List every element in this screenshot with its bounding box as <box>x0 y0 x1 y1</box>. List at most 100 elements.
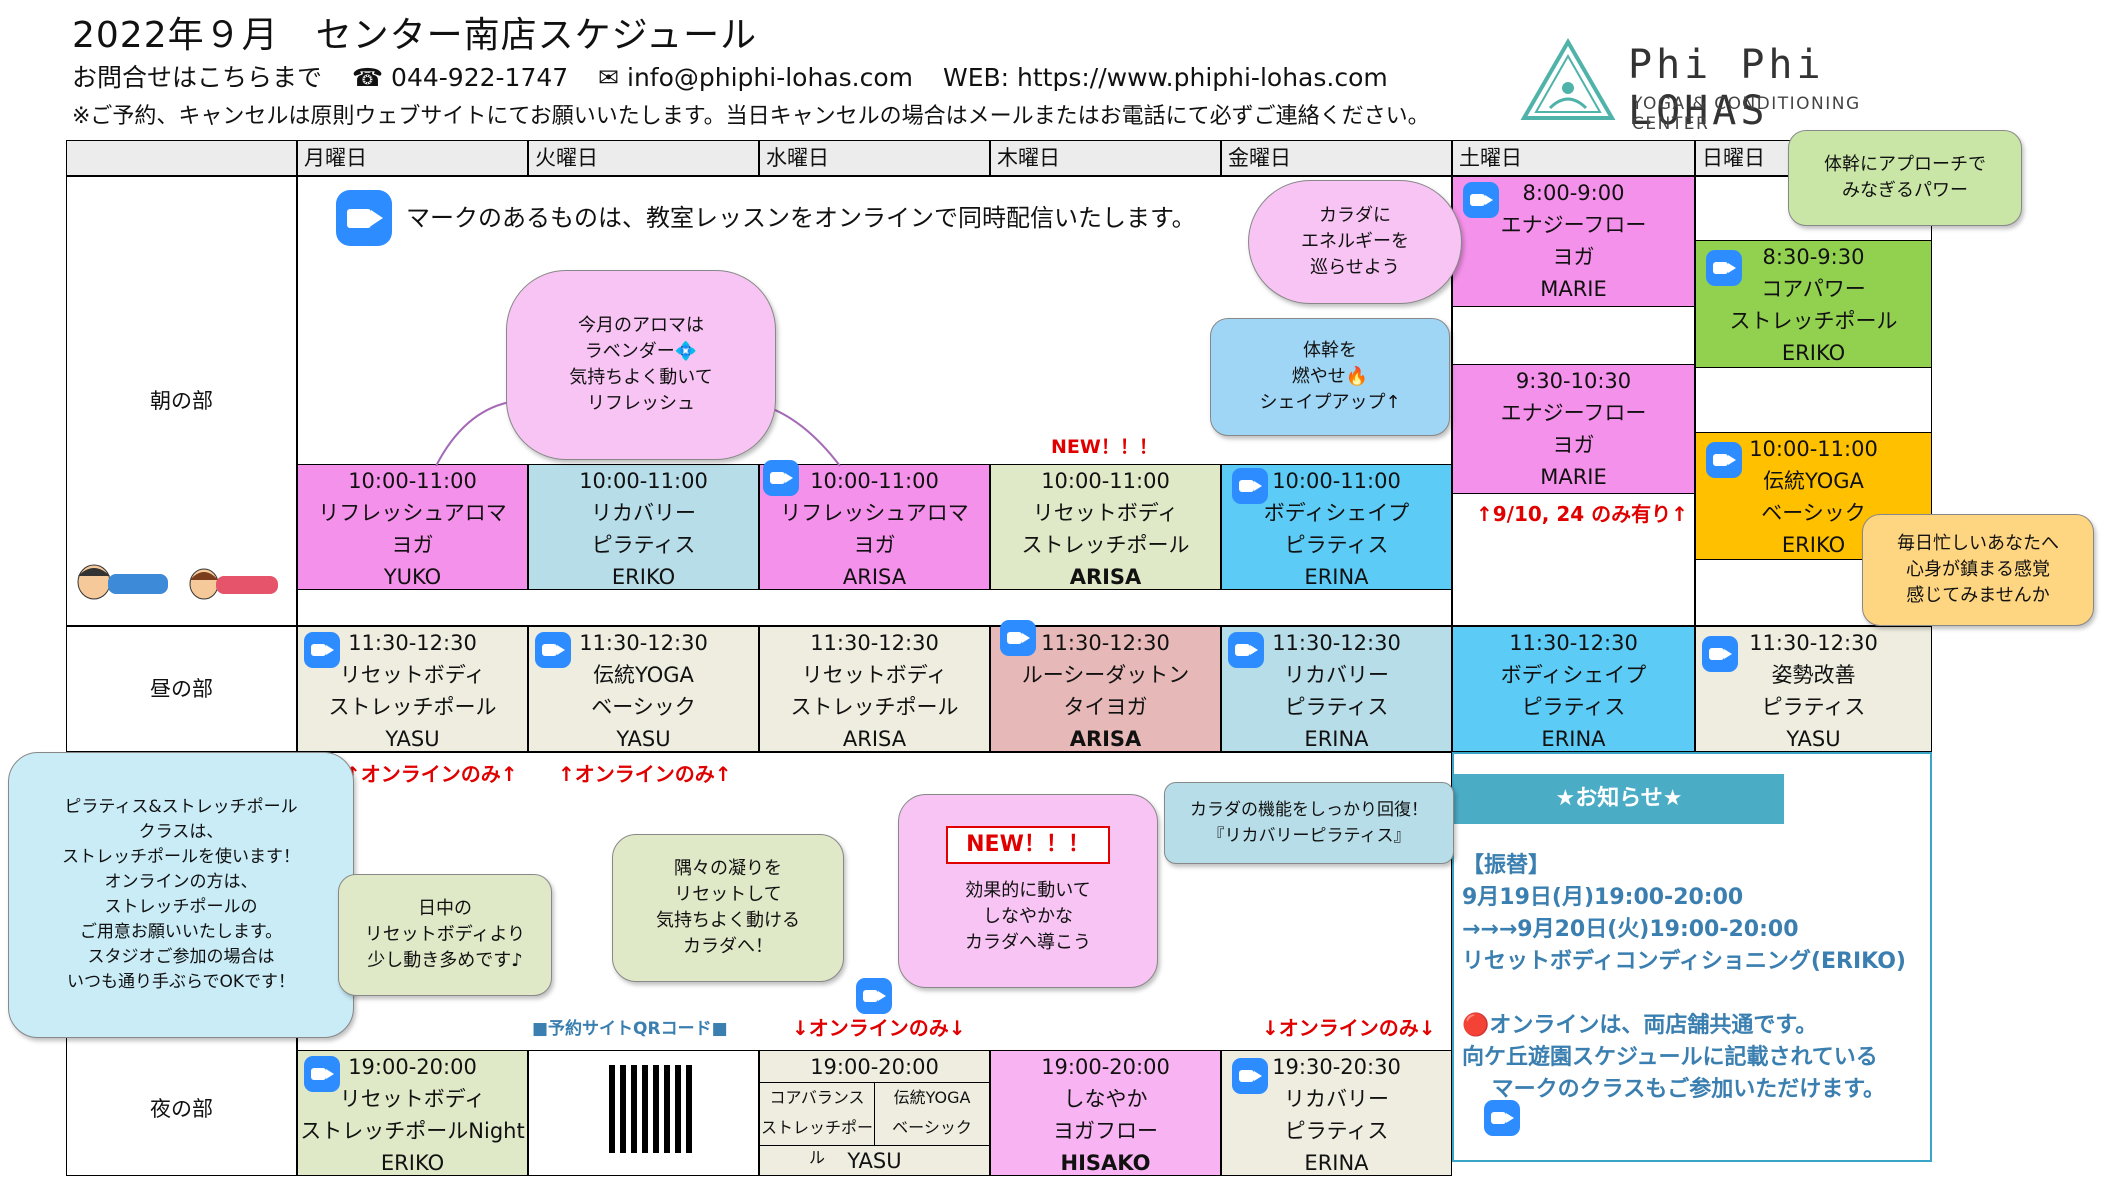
busy-bubble: 毎日忙しいあなたへ 心身が鎮まる感覚 感じてみませんか <box>1862 514 2094 626</box>
sat-only-note: ↑9/10, 24 のみ有り↑ <box>1476 502 1688 526</box>
bubble-line: リセットして <box>674 884 782 905</box>
day-header-wed: 水曜日 <box>759 140 990 176</box>
resting-people-icon <box>77 564 278 600</box>
class-name: エナジーフロー <box>1500 213 1647 237</box>
class-teacher: ERIKO <box>380 1151 445 1175</box>
core-bubble: 体幹を 燃やせ🔥 シェイプアップ↑ <box>1210 318 1450 436</box>
day-header-fri: 金曜日 <box>1221 140 1452 176</box>
class-teacher: YASU <box>847 1149 902 1173</box>
bubble-line: カラダへ導こう <box>965 932 1091 953</box>
class-wed-noon[interactable]: 11:30-12:30 リセットボディ ストレッチポール ARISA <box>759 626 990 752</box>
day-header-tue: 火曜日 <box>528 140 759 176</box>
class-teacher: ARISA <box>842 727 907 751</box>
class-name: 伝統YOGA <box>1763 469 1864 493</box>
class-name: ボディシェイプ <box>1500 663 1647 687</box>
zoom-icon <box>1463 182 1499 218</box>
day-header-thu: 木曜日 <box>990 140 1221 176</box>
bubble-line: 隅々の凝りを <box>674 858 782 879</box>
class-teacher: YASU <box>385 727 440 751</box>
page-title: 2022年９月 センター南店スケジュール <box>72 15 758 56</box>
zoom-icon <box>1228 632 1264 668</box>
bubble-line: しなやかな <box>983 906 1073 927</box>
bubble-line: ストレッチポールの <box>104 897 258 917</box>
zoom-icon <box>1232 1058 1268 1094</box>
class-mon-noon[interactable]: 11:30-12:30 リセットボディ ストレッチポール YASU <box>297 626 528 752</box>
bubble-line: 燃やせ🔥 <box>1291 366 1369 387</box>
class-time: 10:00-11:00 <box>1272 469 1401 493</box>
new-label: NEW！！！ <box>1051 436 1158 458</box>
class-name: リカバリー <box>1284 1087 1389 1111</box>
class-sat-morning-1[interactable]: 8:00-9:00 エナジーフロー ヨガ MARIE <box>1452 176 1695 307</box>
class-type: ピラティス <box>1284 695 1389 719</box>
class-name: リフレッシュアロマ <box>318 501 507 525</box>
class-mon-morning[interactable]: 10:00-11:00 リフレッシュアロマ ヨガ YUKO <box>297 464 528 590</box>
class-name: コアパワー <box>1761 277 1866 301</box>
bubble-line: 心身が鎮まる感覚 <box>1906 559 2050 580</box>
bubble-line: 気持ちよく動いて <box>569 367 713 388</box>
class-type: ストレッチポール <box>1729 309 1898 333</box>
bubble-line: 『リカバリーピラティス』 <box>1207 826 1411 846</box>
class-sat-noon[interactable]: 11:30-12:30 ボディシェイプ ピラティス ERINA <box>1452 626 1695 752</box>
class-teacher: YUKO <box>383 565 442 589</box>
class-name: リセットボディ <box>1032 501 1179 525</box>
class-type: ヨガ <box>391 533 434 557</box>
class-wed-night-a[interactable]: コアバランス ストレッチポール <box>759 1082 875 1167</box>
class-name: エナジーフロー <box>1500 401 1647 425</box>
class-type: ストレッチポールNight <box>300 1119 525 1143</box>
class-sun-morning-1[interactable]: 8:30-9:30 コアパワー ストレッチポール ERIKO <box>1695 240 1932 368</box>
class-name: リセットボディ <box>339 663 486 687</box>
bubble-line: カラダへ！ <box>683 936 773 957</box>
class-name: しなやか <box>1063 1087 1148 1111</box>
bubble-line: 今月のアロマは <box>578 315 704 336</box>
class-tue-noon[interactable]: 11:30-12:30 伝統YOGA ベーシック YASU <box>528 626 759 752</box>
period-noon-label: 昼の部 <box>150 677 213 701</box>
class-tue-morning[interactable]: 10:00-11:00 リカバリー ピラティス ERIKO <box>528 464 759 590</box>
zoom-icon <box>1706 250 1742 286</box>
online-only-fri-night: ↓オンラインのみ↓ <box>1262 1016 1436 1040</box>
email-address[interactable]: ✉ info@phiphi-lohas.com <box>598 63 914 92</box>
class-name: リカバリー <box>591 501 696 525</box>
online-only-tue: ↑オンラインのみ↑ <box>558 762 732 786</box>
period-morning: 朝の部 <box>66 176 297 626</box>
class-name: リフレッシュアロマ <box>780 501 969 525</box>
day-header-mon: 月曜日 <box>297 140 528 176</box>
bubble-line: シェイプアップ↑ <box>1259 392 1401 413</box>
class-time: 19:00-20:00 <box>810 1055 939 1079</box>
class-type: ストレッチポール <box>760 1118 873 1167</box>
class-teacher: ARISA <box>1069 727 1142 751</box>
bubble-line: 感じてみませんか <box>1906 585 2050 606</box>
class-type: ベーシック <box>591 695 696 719</box>
qr-code-icon[interactable] <box>609 1065 697 1153</box>
class-thu-night[interactable]: 19:00-20:00 しなやか ヨガフロー HISAKO <box>990 1050 1221 1176</box>
phone-number[interactable]: ☎ 044-922-1747 <box>351 63 569 92</box>
class-name: リカバリー <box>1284 663 1389 687</box>
day-header-sat: 土曜日 <box>1452 140 1695 176</box>
class-fri-night[interactable]: 19:30-20:30 リカバリー ピラティス ERINA <box>1221 1050 1452 1176</box>
bubble-line: 巡らせよう <box>1310 257 1400 278</box>
online-banner: マークのあるものは、教室レッスンをオンラインで同時配信いたします。 <box>406 204 1196 232</box>
class-name: ボディシェイプ <box>1263 501 1410 525</box>
notice-line: 🔴オンラインは、両店舗共通です。 <box>1462 1013 1818 1038</box>
new-label: NEW！！！ <box>946 826 1110 864</box>
class-thu-morning[interactable]: 10:00-11:00 リセットボディ ストレッチポール ARISA <box>990 464 1221 590</box>
class-wed-morning[interactable]: 10:00-11:00 リフレッシュアロマ ヨガ ARISA <box>759 464 990 590</box>
notice-title: ★お知らせ★ <box>1454 774 1784 824</box>
class-wed-night-b[interactable]: 伝統YOGA ベーシック <box>874 1082 990 1146</box>
class-type: ピラティス <box>1284 533 1389 557</box>
class-sun-noon[interactable]: 11:30-12:30 姿勢改善 ピラティス YASU <box>1695 626 1932 752</box>
notice-line: 9月19日(月)19:00-20:00 <box>1462 885 1744 910</box>
class-mon-night[interactable]: 19:00-20:00 リセットボディ ストレッチポールNight ERIKO <box>297 1050 528 1176</box>
bubble-line: クラスは、 <box>138 822 224 842</box>
zoom-icon <box>856 978 892 1014</box>
period-morning-label: 朝の部 <box>150 389 213 413</box>
class-sat-morning-2[interactable]: 9:30-10:30 エナジーフロー ヨガ MARIE <box>1452 364 1695 494</box>
class-time: 11:30-12:30 <box>579 631 708 655</box>
website-link[interactable]: WEB: https://www.phiphi-lohas.com <box>942 63 1388 92</box>
bubble-line: リセットボディより <box>364 924 526 945</box>
class-time: 8:00-9:00 <box>1522 181 1625 205</box>
class-name: コアバランス <box>769 1088 865 1107</box>
qr-label: ■予約サイトQRコード■ <box>532 1019 728 1039</box>
notice-line: マークのクラスもご参加いただけます。 <box>1462 1077 1886 1102</box>
bubble-line: オンラインの方は、 <box>104 872 258 892</box>
online-only-mon: ↑オンラインのみ↑ <box>344 762 518 786</box>
